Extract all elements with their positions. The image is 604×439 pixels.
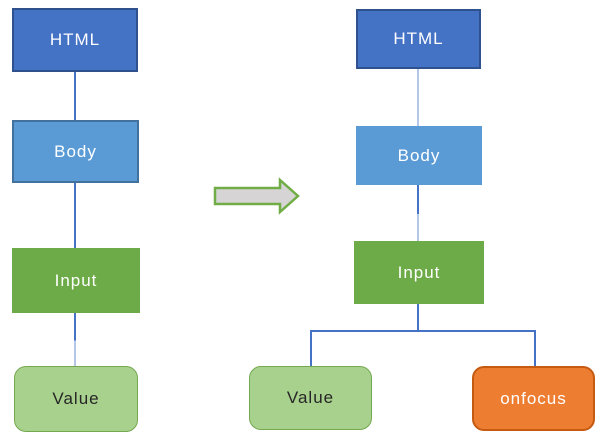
left-connector-html-body (74, 72, 76, 120)
left-input-label: Input (54, 270, 98, 290)
right-connector-html-body (417, 69, 419, 126)
left-connector-body-input (74, 183, 76, 248)
right-html-node: HTML (356, 9, 481, 69)
left-value-label: Value (52, 389, 100, 408)
right-onfocus-node: onfocus (472, 366, 595, 431)
right-connector-drop-onfocus (534, 330, 536, 366)
right-value-node: Value (249, 366, 372, 430)
right-input-label: Input (397, 262, 441, 282)
right-onfocus-label: onfocus (500, 388, 567, 408)
left-html-label: HTML (49, 30, 101, 49)
left-body-node: Body (12, 120, 139, 183)
right-body-label: Body (397, 145, 441, 165)
right-connector-branch-rail (310, 330, 536, 332)
right-html-label: HTML (393, 29, 444, 48)
right-body-node: Body (356, 126, 482, 185)
left-body-label: Body (54, 141, 97, 161)
right-connector-body-input (417, 185, 419, 241)
left-connector-input-value (74, 313, 76, 366)
right-input-node: Input (354, 241, 484, 304)
right-value-label: Value (286, 388, 335, 407)
right-connector-input-stem (417, 304, 419, 330)
right-connector-drop-value (310, 330, 312, 366)
left-html-node: HTML (12, 8, 138, 72)
left-value-node: Value (14, 366, 138, 432)
left-input-node: Input (12, 248, 140, 313)
